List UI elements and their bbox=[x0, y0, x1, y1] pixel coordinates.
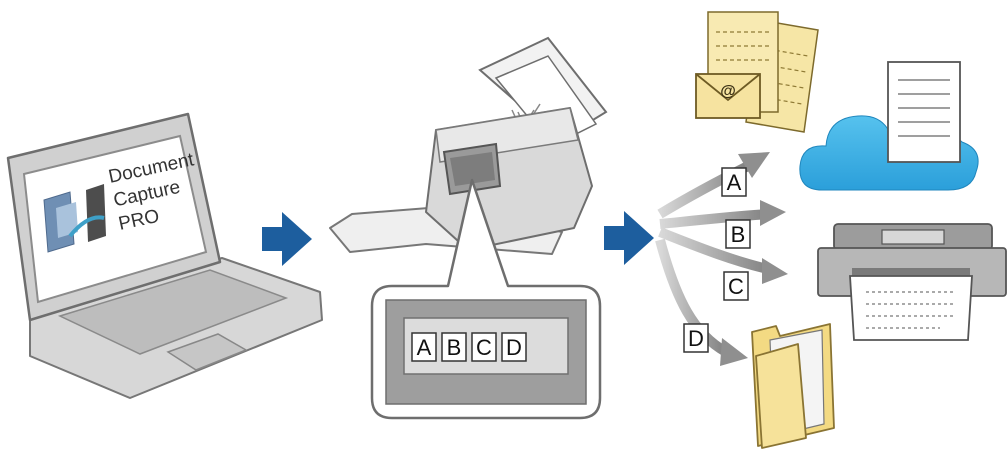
laptop-screen bbox=[22, 134, 208, 304]
panel-button-d-label: D bbox=[506, 335, 522, 360]
route-label-d: D bbox=[683, 323, 709, 353]
panel-button-b[interactable]: B bbox=[441, 332, 467, 362]
route-label-d-text: D bbox=[688, 326, 704, 351]
route-label-a-text: A bbox=[727, 170, 742, 195]
keyboard bbox=[57, 269, 289, 355]
route-label-b: B bbox=[725, 219, 751, 249]
route-arrow-b bbox=[659, 209, 771, 229]
flow-arrow-1 bbox=[262, 212, 312, 266]
touchpad bbox=[166, 333, 248, 371]
printed-page bbox=[849, 275, 973, 341]
printer-icon bbox=[817, 223, 1007, 341]
route-arrow-d bbox=[655, 238, 729, 357]
folder-icon bbox=[751, 323, 835, 449]
panel-button-d[interactable]: D bbox=[501, 332, 527, 362]
cloud-icon bbox=[799, 61, 979, 191]
route-arrows bbox=[655, 152, 788, 366]
email-at-symbol: @ bbox=[720, 83, 736, 100]
cloud-document bbox=[887, 61, 961, 163]
route-label-c: C bbox=[723, 271, 749, 301]
route-arrow-c bbox=[658, 227, 774, 275]
envelope bbox=[695, 73, 761, 119]
laptop: Document Capture PRO bbox=[6, 112, 323, 399]
folder-front bbox=[755, 343, 807, 449]
panel-button-c[interactable]: C bbox=[471, 332, 497, 362]
panel-button-a-label: A bbox=[417, 335, 432, 360]
route-label-b-text: B bbox=[731, 222, 746, 247]
panel-button-b-label: B bbox=[447, 335, 462, 360]
panel-button-c-label: C bbox=[476, 335, 492, 360]
panel-button-a[interactable]: A bbox=[411, 332, 437, 362]
route-label-a: A bbox=[721, 167, 747, 197]
email-icon: @ bbox=[695, 11, 819, 133]
route-label-c-text: C bbox=[728, 274, 744, 299]
flow-arrow-2 bbox=[604, 211, 654, 265]
